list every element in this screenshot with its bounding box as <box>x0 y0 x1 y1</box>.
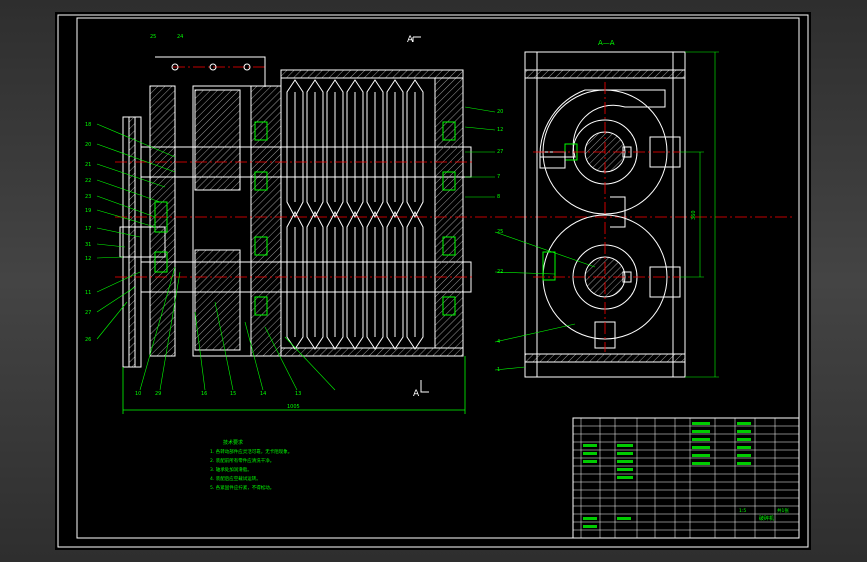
leader-lines-left <box>96 123 176 340</box>
note-line: 1. 各转动部件应灵活可靠，无卡阻现象。 <box>210 448 292 455</box>
balloon-text: 29 <box>155 391 161 397</box>
balloon-text: 22 <box>497 269 503 275</box>
title-block: 破碎机 1:5 共1张 <box>572 417 800 539</box>
side-view-a-a: 360 25 22 4 1 A—A <box>494 39 719 378</box>
left-housing <box>149 85 176 357</box>
balloon-text: 24 <box>177 34 183 40</box>
total-length-text: 1005 <box>287 404 300 410</box>
lower-cutters <box>286 210 424 350</box>
length-dimension <box>122 356 466 414</box>
balloon-text: 19 <box>85 208 91 214</box>
upper-gear <box>194 89 241 191</box>
balloon-text: 18 <box>85 122 91 128</box>
section-label-bottom: A <box>413 389 420 399</box>
main-section-view: A A 1005 <box>85 34 795 414</box>
balloon-text: 20 <box>497 109 503 115</box>
balloon-text: 10 <box>135 391 141 397</box>
note-line: 2. 装配前所有零件应清洗干净。 <box>210 457 274 464</box>
drawing-name: 破碎机 <box>759 515 774 522</box>
upper-cutters <box>286 79 424 219</box>
bearing-housing-right <box>434 77 464 349</box>
note-line: 4. 装配后应空载试运转。 <box>210 475 261 482</box>
balloon-text: 11 <box>85 290 91 296</box>
inner-frame <box>76 17 800 539</box>
balloon-text: 4 <box>497 339 500 345</box>
balloon-text: 8 <box>497 194 500 200</box>
hub <box>119 226 166 258</box>
bearings <box>154 121 456 316</box>
balloon-text: 20 <box>85 142 91 148</box>
bearing-housing-left <box>250 85 282 357</box>
balloon-text: 16 <box>201 391 207 397</box>
balloon-text: 22 <box>85 178 91 184</box>
note-line: 5. 各紧固件应拧紧，不得松动。 <box>210 484 274 491</box>
balloon-text: 15 <box>230 391 236 397</box>
balloon-text: 1 <box>497 367 500 373</box>
balloon-text: 27 <box>85 310 91 316</box>
balloon-text: 21 <box>85 162 91 168</box>
assembly-drawing: A A 1005 <box>57 14 809 548</box>
balloon-text: 13 <box>295 391 301 397</box>
drawing-sheet: A A 1005 <box>55 12 811 550</box>
balloon-text: 14 <box>260 391 266 397</box>
balloon-text: 23 <box>85 194 91 200</box>
center-distance-text: 360 <box>691 210 697 220</box>
outer-frame <box>57 14 809 548</box>
view-title: A—A <box>598 39 615 47</box>
balloon-text: 31 <box>85 242 91 248</box>
balloon-text: 25 <box>150 34 156 40</box>
technical-notes: 技术要求 1. 各转动部件应灵活可靠，无卡阻现象。 2. 装配前所有零件应清洗干… <box>210 439 292 491</box>
balloon-text: 17 <box>85 226 91 232</box>
scale-text: 1:5 <box>739 508 746 514</box>
balloon-text: 27 <box>497 149 503 155</box>
balloon-text: 12 <box>497 127 503 133</box>
balloon-text: 25 <box>497 229 503 235</box>
notes-title: 技术要求 <box>223 439 243 446</box>
balloon-text: 7 <box>497 174 500 180</box>
section-label-top: A <box>407 35 414 45</box>
sheet-count: 共1张 <box>777 507 789 514</box>
balloon-text: 26 <box>85 337 91 343</box>
balloon-text: 12 <box>85 256 91 262</box>
note-line: 3. 轴承处加润滑脂。 <box>210 466 252 473</box>
lower-gear <box>194 249 241 351</box>
